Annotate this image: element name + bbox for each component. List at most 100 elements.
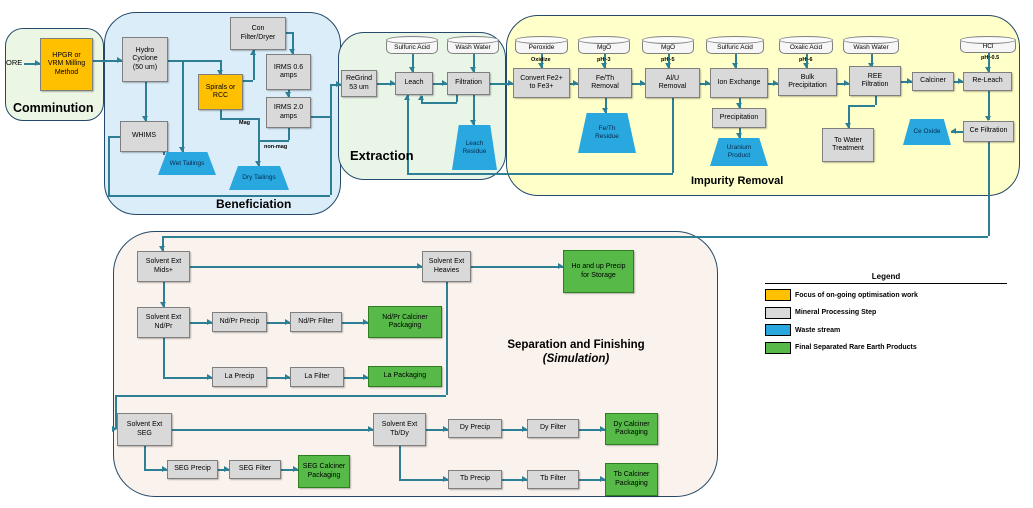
- node-water-treatment: To Water Treatment: [822, 128, 874, 162]
- connector-line: [875, 96, 877, 105]
- arrowhead-icon: [600, 476, 605, 482]
- node-ce-oxide: Ce Oxide: [903, 119, 951, 145]
- connector-line: [604, 54, 606, 68]
- legend-label: Focus of on-going optimisation work: [795, 291, 918, 299]
- node-uranium-product: Uranium Product: [710, 138, 768, 166]
- legend-swatch-focus: [765, 289, 791, 301]
- node-solvent-ext-ndpr: Solvent Ext Nd/Pr: [137, 307, 190, 338]
- node-dy-filter: Dy Filter: [527, 419, 579, 438]
- connector-line: [490, 83, 513, 85]
- node-dy-calciner-packaging: Dy Calciner Packaging: [605, 413, 658, 445]
- legend: Legend Focus of on-going optimisation wo…: [765, 272, 1007, 359]
- node-hydro-cyclone: Hydro Cyclone (50 um): [122, 37, 168, 82]
- node-con-filter-dryer: Con Filter/Dryer: [230, 17, 286, 50]
- connector-line: [471, 266, 563, 268]
- connector-line: [168, 60, 220, 62]
- node-ndpr-precip: Nd/Pr Precip: [212, 312, 267, 332]
- connector-line: [163, 338, 165, 377]
- input-label: Oxalic Acid: [789, 43, 823, 51]
- ph5-annotation: pH~5: [661, 57, 675, 63]
- arrowhead-icon: [470, 67, 476, 72]
- arrowhead-icon: [705, 80, 710, 86]
- arrowhead-icon: [508, 80, 513, 86]
- legend-label: Mineral Processing Step: [795, 309, 877, 316]
- arrowhead-icon: [112, 426, 117, 432]
- connector-line: [837, 83, 849, 85]
- input-label: MgO: [596, 43, 612, 51]
- input-sulfuric-acid-2: Sulfuric Acid: [706, 36, 764, 54]
- connector-line: [172, 429, 373, 431]
- connector-line: [311, 116, 330, 118]
- input-label: HCl: [982, 43, 994, 50]
- connector-line: [848, 105, 850, 128]
- arrowhead-icon: [117, 57, 122, 63]
- node-dry-tailings: Dry Tailings: [229, 166, 289, 190]
- arrowhead-icon: [985, 116, 991, 121]
- arrowhead-icon: [179, 147, 185, 152]
- node-ce-filtration: Ce Filtration: [963, 121, 1014, 142]
- arrowhead-icon: [443, 426, 448, 432]
- node-precipitation: Precipitation: [712, 108, 766, 128]
- input-hcl: HCl: [960, 36, 1016, 53]
- ore-label: ORE: [6, 58, 23, 67]
- ph05-annotation: pH~0.5: [981, 55, 1000, 61]
- input-wash-water-1: Wash Water: [447, 36, 499, 54]
- arrowhead-icon: [368, 426, 373, 432]
- connector-line: [456, 95, 458, 102]
- connector-line: [605, 98, 607, 113]
- legend-item-focus: Focus of on-going optimisation work: [765, 289, 1007, 301]
- input-label: Peroxide: [528, 43, 555, 51]
- connector-line: [182, 60, 184, 152]
- input-wash-water-2: Wash Water: [843, 36, 899, 54]
- node-irms-20: IRMS 2.0 amps: [266, 97, 311, 128]
- input-mgo-2: MgO: [642, 36, 694, 54]
- connector-line: [399, 479, 448, 481]
- connector-line: [267, 322, 290, 324]
- arrowhead-icon: [601, 63, 607, 68]
- connector-line: [163, 282, 165, 307]
- node-filtration: Filtration: [447, 72, 490, 95]
- connector-line: [144, 469, 167, 471]
- arrowhead-icon: [522, 426, 527, 432]
- connector-line: [901, 81, 912, 83]
- arrowhead-icon: [985, 67, 991, 72]
- arrowhead-icon: [640, 80, 645, 86]
- arrowhead-icon: [390, 80, 395, 86]
- connector-line: [258, 118, 260, 166]
- connector-line: [412, 54, 414, 72]
- connector-line: [446, 282, 448, 395]
- node-ndpr-filter: Nd/Pr Filter: [290, 312, 342, 332]
- node-solvent-ext-mids: Solvent Ext Mids+: [137, 251, 190, 282]
- arrowhead-icon: [142, 116, 148, 121]
- input-label: MgO: [660, 43, 676, 51]
- connector-line: [330, 84, 332, 195]
- arrowhead-icon: [207, 319, 212, 325]
- connector-line: [288, 128, 290, 140]
- connector-line: [632, 83, 645, 85]
- ph6-annotation: pH~6: [799, 57, 813, 63]
- arrowhead-icon: [207, 374, 212, 380]
- arrowhead-icon: [558, 263, 563, 269]
- legend-swatch-waste: [765, 324, 791, 336]
- connector-line: [281, 469, 298, 471]
- arrowhead-icon: [538, 63, 544, 68]
- node-solvent-ext-heavies: Solvent Ext Heavies: [422, 251, 471, 282]
- node-seg-precip: SEG Precip: [167, 460, 218, 479]
- node-leach-residue: Leach Residue: [452, 125, 497, 170]
- legend-item-waste: Waste stream: [765, 324, 1007, 336]
- connector-line: [24, 63, 40, 65]
- node-leach: Leach: [395, 72, 433, 95]
- arrowhead-icon: [363, 319, 368, 325]
- arrowhead-icon: [293, 466, 298, 472]
- connector-line: [473, 54, 475, 72]
- arrowhead-icon: [417, 263, 422, 269]
- node-ree-filtration: REE Filtration: [849, 66, 901, 96]
- node-wet-tailings: Wet Tailings: [158, 152, 216, 175]
- arrowhead-icon: [285, 319, 290, 325]
- connector-line: [163, 377, 212, 379]
- connector-line: [162, 236, 988, 238]
- node-tb-precip: Tb Precip: [448, 470, 502, 489]
- arrowhead-icon: [363, 374, 368, 380]
- connector-line: [144, 446, 146, 469]
- node-feth-residue: Fe/Th Residue: [578, 113, 636, 153]
